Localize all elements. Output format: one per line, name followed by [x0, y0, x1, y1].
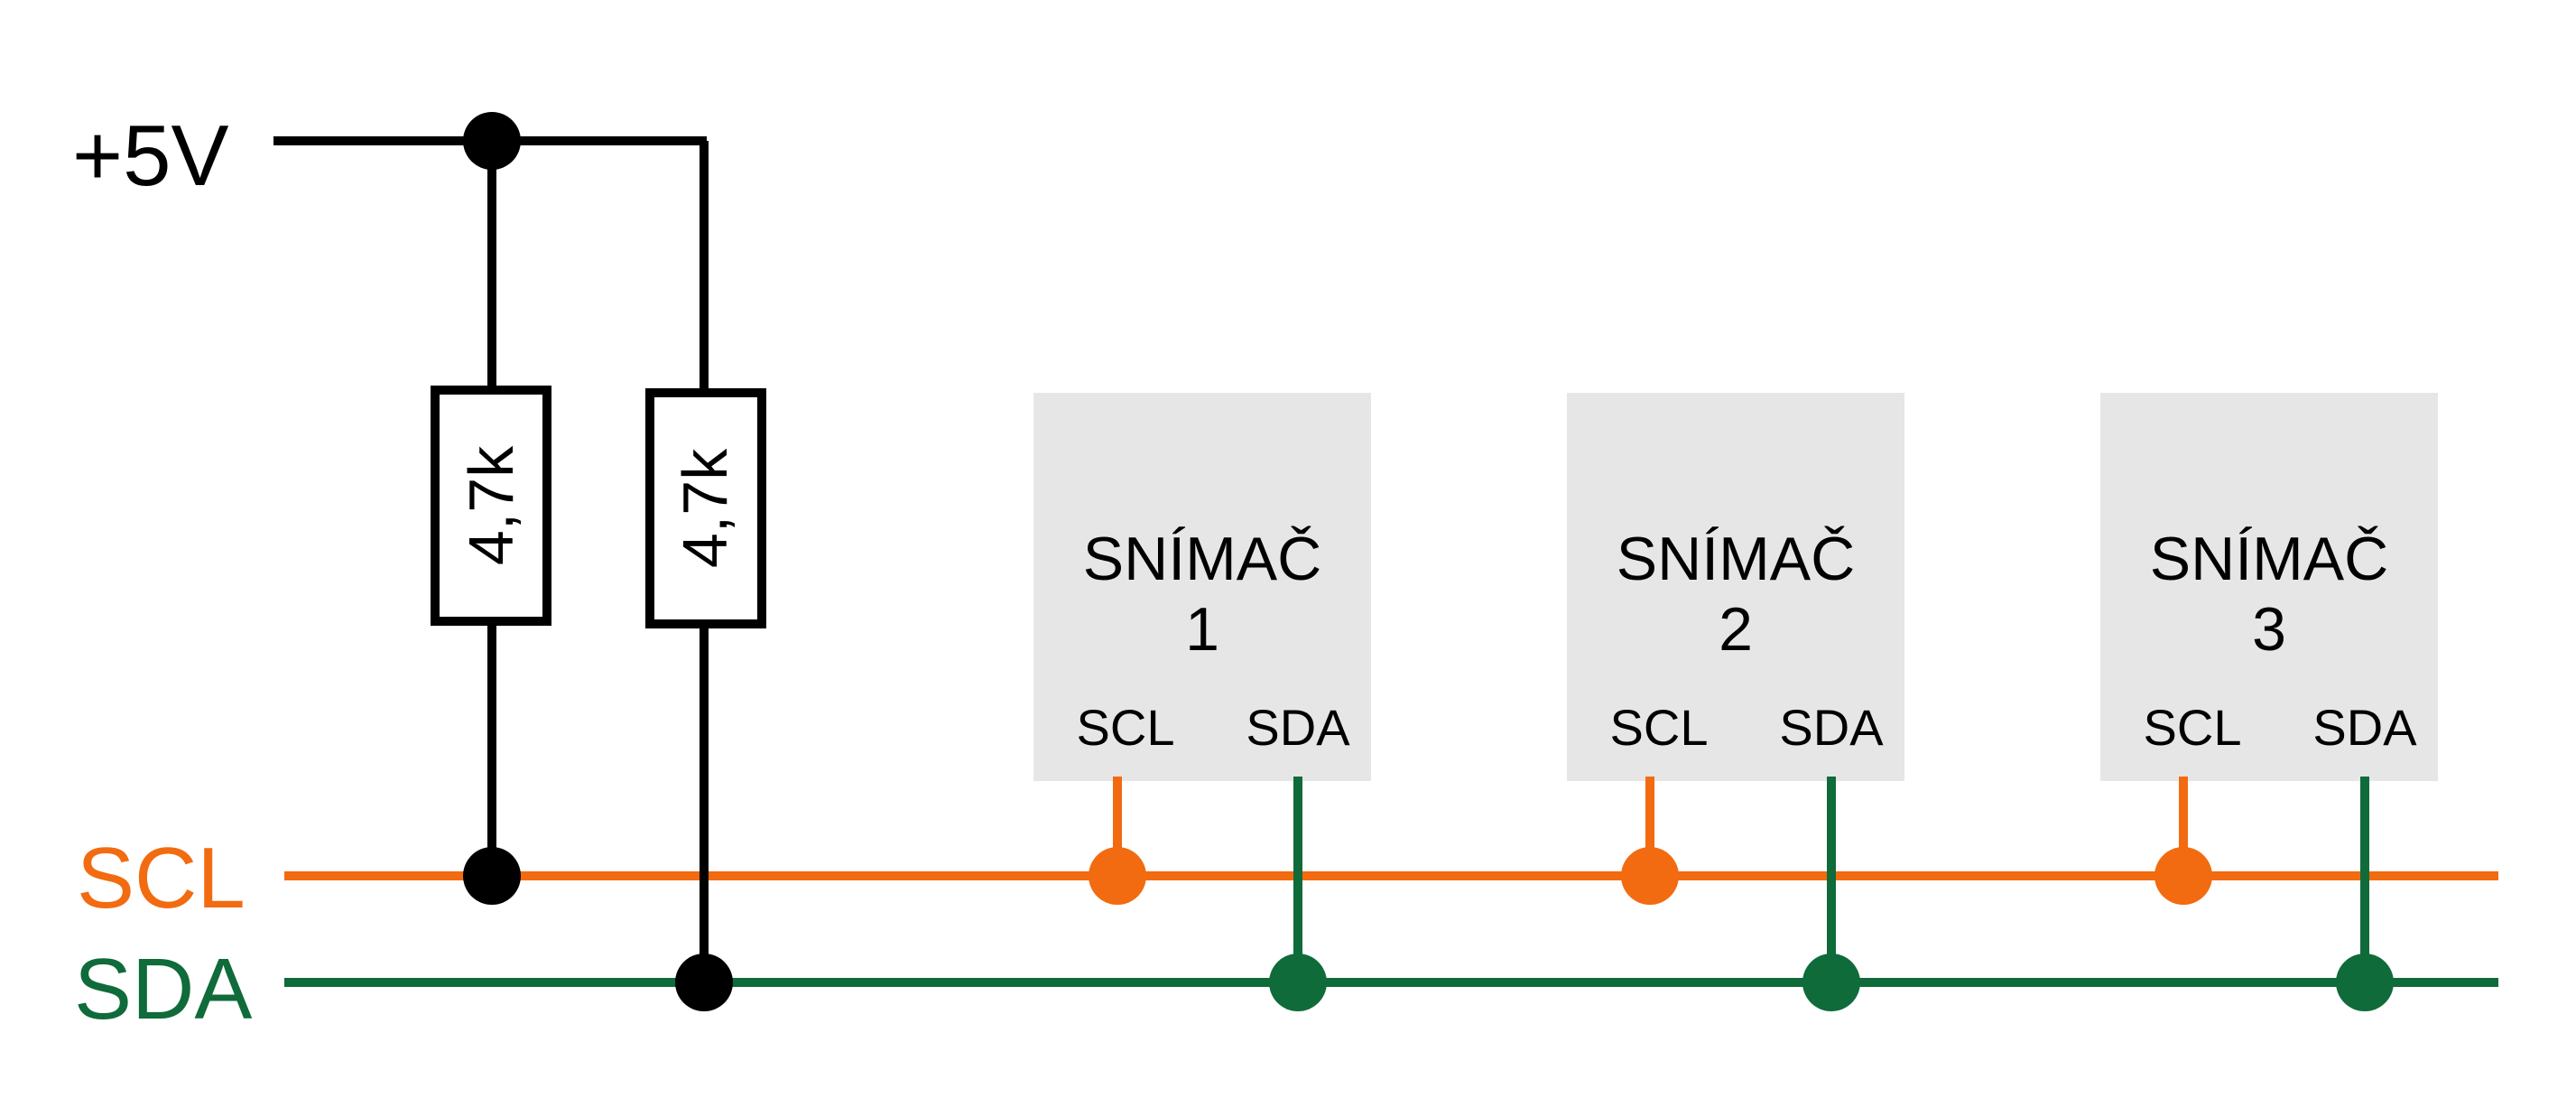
- resistor-sda: 4,7k: [645, 388, 766, 628]
- sensor-2-pin-sda: SDA: [1779, 699, 1884, 756]
- sensor-2: SNÍMAČ 2 SCL SDA: [1567, 393, 1904, 1011]
- sensor-3-title: SNÍMAČ: [2150, 525, 2388, 593]
- sensor-2-number: 2: [1719, 595, 1753, 664]
- scl-pullup-junction: [463, 847, 521, 905]
- sensor-3: SNÍMAČ 3 SCL SDA: [2100, 393, 2438, 1011]
- sensor-3-box: [2100, 393, 2438, 781]
- sensor-2-box: [1567, 393, 1904, 781]
- power-rail: +5V: [72, 107, 709, 393]
- sda-bus: SDA: [74, 941, 2498, 1038]
- resistor-scl-value: 4,7k: [456, 445, 526, 565]
- sensor-3-number: 3: [2252, 595, 2286, 664]
- scl-bus-label: SCL: [77, 830, 246, 926]
- sensor-1: SNÍMAČ 1 SCL SDA: [1033, 393, 1371, 1011]
- sda-pullup-junction: [675, 954, 733, 1011]
- sensor-1-pin-sda: SDA: [1246, 699, 1350, 756]
- power-label: +5V: [72, 107, 228, 204]
- resistor-scl: 4,7k: [431, 141, 551, 876]
- sensor-2-scl-junction: [1621, 847, 1679, 905]
- sensor-3-pin-sda: SDA: [2312, 699, 2417, 756]
- resistor-sda-body: [645, 388, 766, 628]
- sda-bus-label: SDA: [74, 941, 252, 1038]
- sensor-2-sda-junction: [1802, 954, 1860, 1011]
- sensor-1-sda-junction: [1269, 954, 1327, 1011]
- resistor-sda-value: 4,7k: [670, 448, 740, 568]
- sensor-3-scl-junction: [2154, 847, 2212, 905]
- sensor-3-sda-junction: [2336, 954, 2394, 1011]
- sensor-3-pin-scl: SCL: [2144, 699, 2242, 756]
- sensor-1-box: [1033, 393, 1371, 781]
- sensor-2-title: SNÍMAČ: [1617, 525, 1855, 593]
- sensor-1-pin-scl: SCL: [1077, 699, 1175, 756]
- sensor-2-pin-scl: SCL: [1610, 699, 1709, 756]
- sensor-1-number: 1: [1185, 595, 1219, 664]
- scl-bus: SCL: [77, 830, 2498, 926]
- sensor-1-scl-junction: [1089, 847, 1146, 905]
- sensor-1-title: SNÍMAČ: [1083, 525, 1321, 593]
